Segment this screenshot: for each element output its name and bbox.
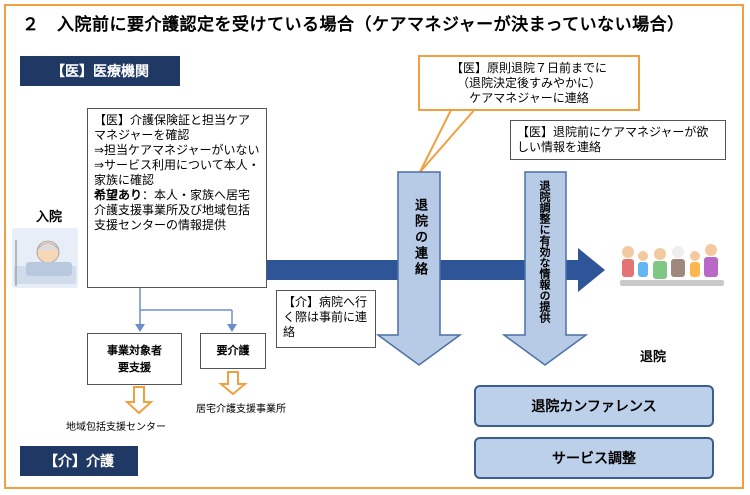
support-box: 事業対象者 要支援 (87, 333, 182, 385)
admission-label: 入院 (36, 210, 63, 225)
page-title: ２ 入院前に要介護認定を受けている場合（ケアマネジャーが決まっていない場合） (22, 15, 685, 35)
care-level-box: 要介護 (200, 333, 266, 369)
care-label: 【介】介護 (20, 446, 138, 476)
info-note: 【医】退院前にケアマネジャーが欲しい情報を連絡 (510, 120, 726, 160)
contact-callout: 【医】原則退院７日前までに （退院決定後すみやかに） ケアマネジャーに連絡 (418, 55, 640, 111)
info-provision-arrow (501, 171, 589, 366)
discharge-conference-button[interactable]: 退院カンファレンス (474, 385, 714, 427)
family-group-icon (620, 244, 724, 286)
care-note: 【介】病院へ行く際は事前に連絡 (276, 290, 376, 348)
info-provision-text: 退院調整に有効な情報の提供 (538, 180, 551, 323)
care-down-arrow (218, 371, 248, 396)
medical-institution-label: 【医】医療機関 (20, 56, 180, 86)
discharge-contact-text: 退院の連絡 (412, 198, 427, 278)
support-destination: 地域包括支援センター (66, 422, 166, 433)
callout-tail (419, 107, 479, 173)
support-down-arrow (124, 386, 154, 415)
discharge-label: 退院 (640, 350, 667, 365)
patient-in-bed-icon (12, 228, 78, 288)
care-destination: 居宅介護支援事業所 (196, 404, 286, 415)
hospital-note: 【医】介護保険証と担当ケアマネジャーを確認 ⇒担当ケアマネジャーがいない ⇒サー… (87, 108, 267, 288)
outer-frame (4, 4, 744, 489)
service-adjustment-button[interactable]: サービス調整 (474, 437, 714, 479)
discharge-contact-arrow (375, 171, 463, 366)
